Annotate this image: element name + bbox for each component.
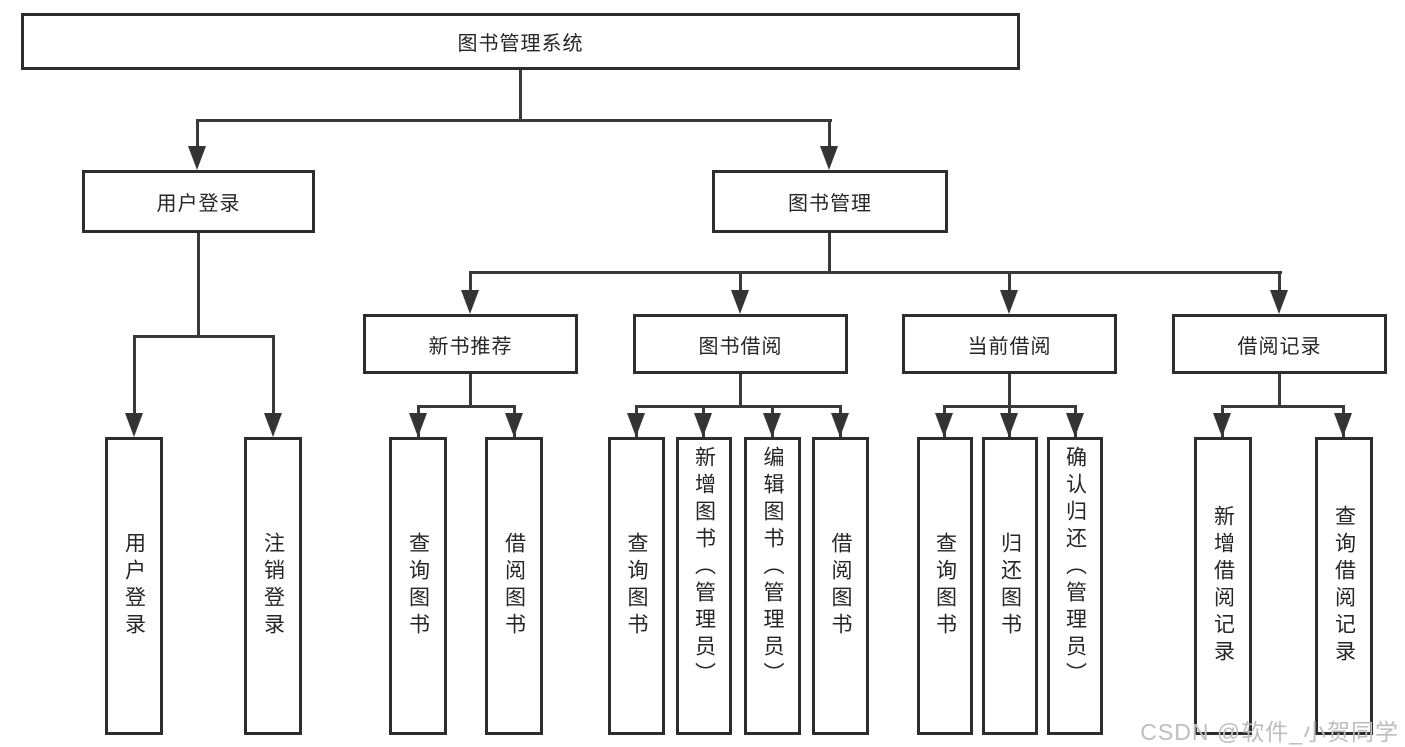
arrow-down-book-management [820, 146, 838, 170]
arrow-down-login-leaf [125, 413, 143, 437]
connector-book-management-stem [828, 233, 831, 274]
arrow-down-g4-3 [1066, 413, 1084, 437]
arrow-down-current-borrow [1000, 290, 1018, 314]
leaf-query-books-recommend: 查询图书 [389, 437, 447, 735]
connector-drop-borrow-records [1278, 271, 1281, 293]
node-current-borrow: 当前借阅 [902, 314, 1117, 374]
arrow-down-g5-2 [1334, 413, 1352, 437]
arrow-down-g4-1 [935, 413, 953, 437]
connector-book-borrow-stem [739, 374, 742, 408]
leaf-confirm-return-admin: 确认归还（管理员） [1047, 437, 1103, 735]
connector-new-book-stem [469, 374, 472, 408]
leaf-query-borrow-record: 查询借阅记录 [1315, 437, 1373, 735]
leaf-borrow-books: 借阅图书 [812, 437, 869, 735]
leaf-query-books-current: 查询图书 [917, 437, 973, 735]
arrow-down-g3-4 [831, 413, 849, 437]
connector-level2-bar [196, 119, 832, 122]
arrow-down-book-borrow [731, 290, 749, 314]
connector-user-login-stem [197, 233, 200, 337]
leaf-add-books-admin: 新增图书（管理员） [676, 437, 732, 735]
leaf-query-books-borrow: 查询图书 [608, 437, 665, 735]
connector-drop-book-management [828, 119, 831, 151]
arrow-down-new-book [461, 290, 479, 314]
leaf-borrow-books-recommend: 借阅图书 [485, 437, 543, 735]
node-new-book-recommend: 新书推荐 [363, 314, 578, 374]
leaf-logout: 注销登录 [244, 437, 302, 735]
node-root: 图书管理系统 [21, 13, 1020, 70]
connector-borrow-records-bar [1221, 405, 1344, 408]
arrow-down-g5-1 [1213, 413, 1231, 437]
arrow-down-g3-3 [763, 413, 781, 437]
node-book-management: 图书管理 [712, 170, 948, 233]
connector-book-borrow-bar [635, 405, 841, 408]
connector-drop-current-borrow [1008, 271, 1011, 293]
connector-drop-book-borrow [739, 271, 742, 293]
connector-new-book-bar [417, 405, 516, 408]
node-user-login: 用户登录 [82, 170, 315, 233]
connector-borrow-records-stem [1278, 374, 1281, 408]
leaf-edit-books-admin: 编辑图书（管理员） [744, 437, 801, 735]
arrow-down-g4-2 [1000, 413, 1018, 437]
connector-drop-logout-leaf [272, 335, 275, 415]
connector-drop-login-leaf [133, 335, 136, 415]
arrow-down-g2-1 [409, 413, 427, 437]
arrow-down-user-login [188, 146, 206, 170]
node-book-borrow: 图书借阅 [633, 314, 848, 374]
connector-current-borrow-stem [1008, 374, 1011, 408]
leaf-user-login: 用户登录 [105, 437, 163, 735]
connector-user-login-bar [133, 335, 275, 338]
connector-root-stem [519, 70, 522, 121]
node-borrow-records: 借阅记录 [1172, 314, 1387, 374]
leaf-add-borrow-record: 新增借阅记录 [1194, 437, 1252, 735]
arrow-down-g3-2 [694, 413, 712, 437]
csdn-watermark: CSDN @软件_小贺同学 [1140, 719, 1399, 745]
connector-drop-user-login [196, 119, 199, 151]
arrow-down-logout-leaf [264, 413, 282, 437]
leaf-return-books: 归还图书 [982, 437, 1038, 735]
connector-drop-new-book [469, 271, 472, 293]
arrow-down-g2-2 [505, 413, 523, 437]
arrow-down-borrow-records [1270, 290, 1288, 314]
arrow-down-g3-1 [627, 413, 645, 437]
connector-level3-bar [469, 271, 1282, 274]
